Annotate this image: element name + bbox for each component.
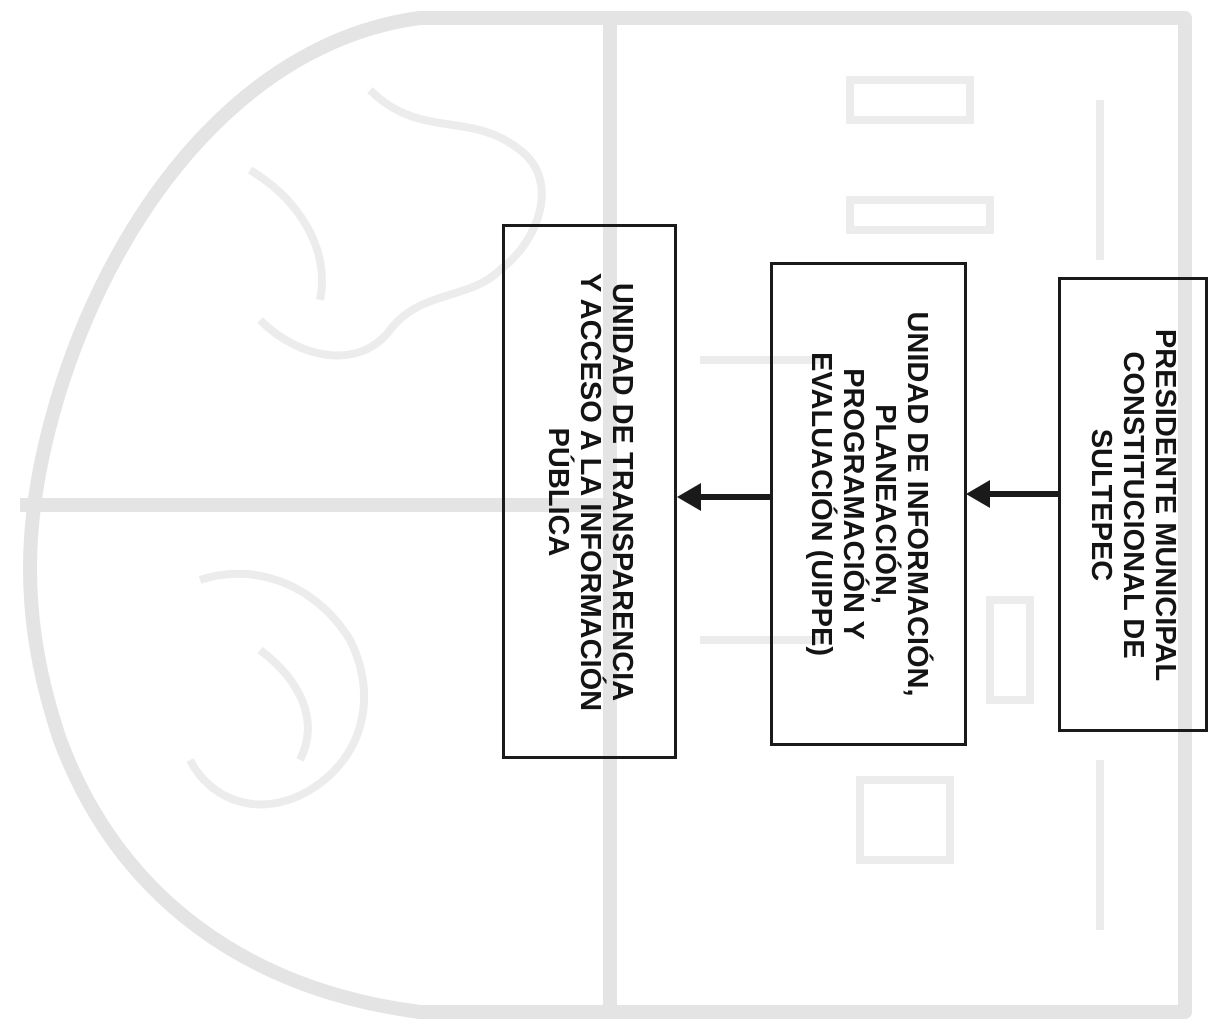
transparency-box: UNIDAD DE TRANSPARENCIA Y ACCESO A LA IN… bbox=[502, 224, 677, 759]
president-box: PRESIDENTE MUNICIPAL CONSTITUCIONAL DE S… bbox=[1058, 277, 1208, 732]
uippe-box-label: UNIDAD DE INFORMACIÓN, PLANEACIÓN, PROGR… bbox=[804, 311, 933, 697]
transparency-box-label: UNIDAD DE TRANSPARENCIA Y ACCESO A LA IN… bbox=[541, 272, 638, 711]
president-box-label: PRESIDENTE MUNICIPAL CONSTITUCIONAL DE S… bbox=[1085, 328, 1181, 681]
uippe-box: UNIDAD DE INFORMACIÓN, PLANEACIÓN, PROGR… bbox=[770, 262, 967, 746]
